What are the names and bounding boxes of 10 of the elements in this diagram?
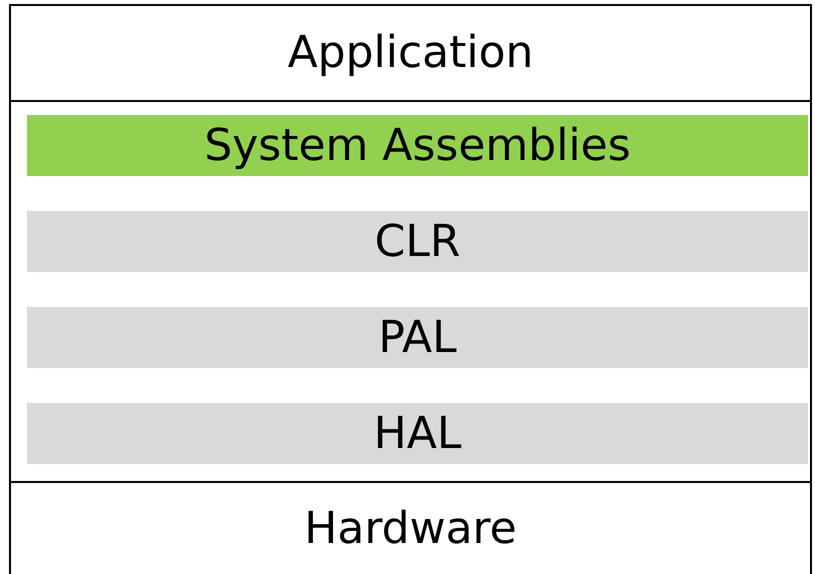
layer-bar: [27, 115, 808, 176]
layer-bar: [27, 211, 808, 272]
layer-label: Hardware: [304, 503, 517, 554]
layer-label: Application: [288, 26, 534, 78]
layer-label: System Assemblies: [204, 120, 631, 171]
layer-label: CLR: [374, 216, 460, 267]
layer-bar: [27, 403, 808, 464]
layer-label: HAL: [374, 408, 462, 459]
layer-bar: [27, 307, 808, 368]
layer-label: PAL: [378, 312, 457, 363]
